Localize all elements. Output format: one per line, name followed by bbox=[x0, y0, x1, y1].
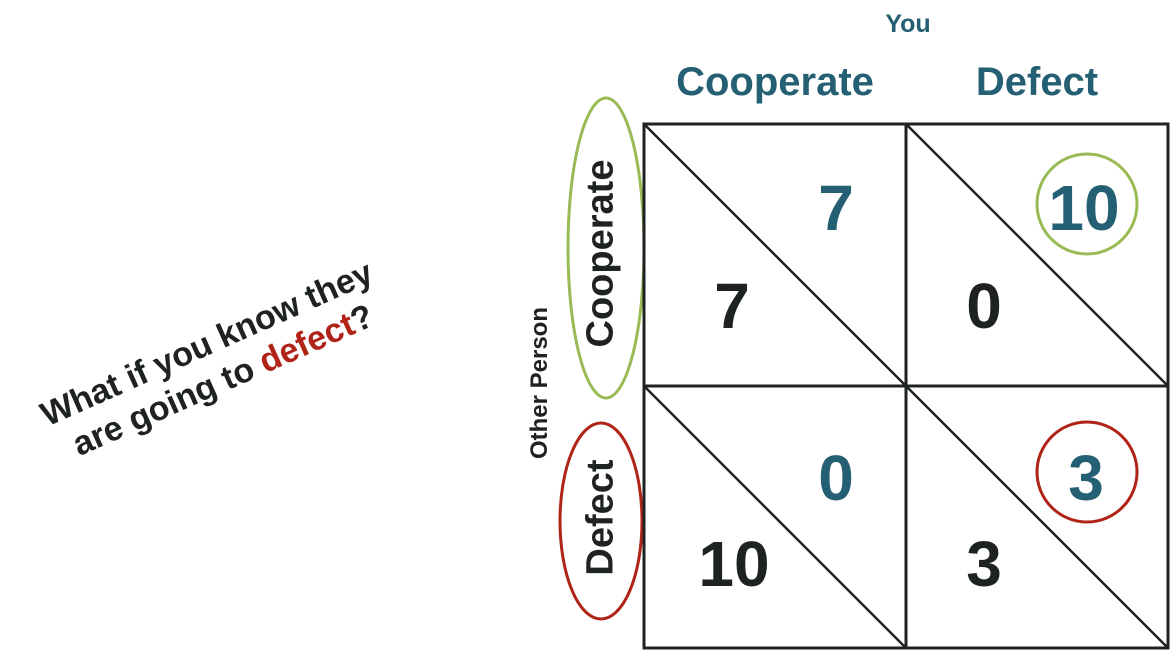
column-header-cooperate: Cooperate bbox=[676, 60, 874, 104]
payoff-other-cooperate-cooperate: 7 bbox=[714, 270, 750, 342]
payoff-other-defect-defect: 3 bbox=[966, 528, 1002, 600]
column-player-label: You bbox=[885, 10, 931, 38]
row-header-defect-text: Defect bbox=[579, 459, 622, 576]
row-defect-circle bbox=[558, 421, 644, 621]
payoff-other-defect-cooperate: 10 bbox=[698, 528, 770, 600]
row-header-cooperate-text: Cooperate bbox=[579, 159, 622, 348]
best-response-circle-defect bbox=[1035, 420, 1139, 524]
payoff-you-defect-defect: 3 bbox=[1068, 442, 1104, 514]
payoff-you-cooperate-cooperate: 7 bbox=[818, 172, 854, 244]
cell-diagonal-cd bbox=[905, 123, 1169, 387]
payoff-you-cooperate-defect: 10 bbox=[1048, 172, 1120, 244]
payoff-matrix-graphic bbox=[558, 96, 1170, 650]
best-response-circle-cooperate bbox=[1035, 152, 1139, 256]
payoff-you-defect-cooperate: 0 bbox=[818, 442, 854, 514]
cell-diagonal-cc bbox=[643, 123, 907, 387]
cell-diagonal-dd bbox=[905, 385, 1169, 649]
column-header-defect: Defect bbox=[975, 60, 1099, 104]
payoff-other-cooperate-defect: 0 bbox=[966, 270, 1002, 342]
cell-diagonal-dc bbox=[643, 385, 907, 649]
